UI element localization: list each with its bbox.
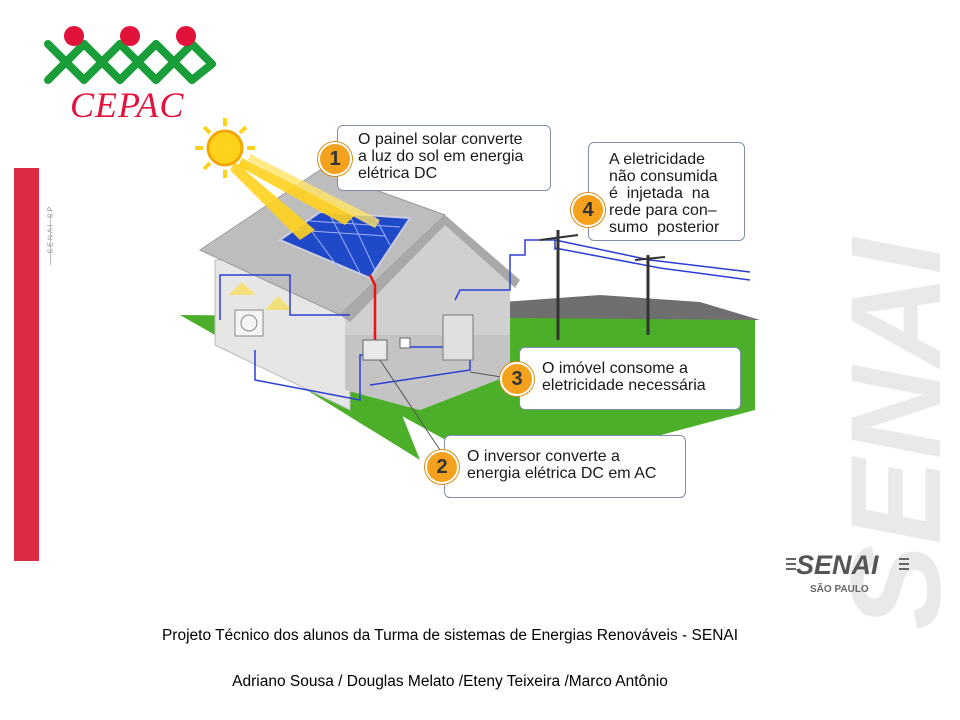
callout-3-consumption: 3 O imóvel consome a eletricidade necess… bbox=[500, 347, 741, 410]
cepac-logo-text: CEPAC bbox=[70, 85, 185, 125]
step-number-badge: 1 bbox=[318, 142, 352, 176]
project-caption: Projeto Técnico dos alunos da Turma de s… bbox=[161, 627, 739, 644]
authors-caption: Adriano Sousa / Douglas Melato /Eteny Te… bbox=[232, 673, 668, 690]
divider-line bbox=[50, 215, 51, 265]
senai-brand-text: SENAI bbox=[796, 550, 879, 580]
senai-sao-paulo-logo: SENAI SÃO PAULO bbox=[786, 550, 916, 600]
callout-text: A eletricidade não consumida é injetada … bbox=[609, 151, 720, 236]
step-number-badge: 3 bbox=[500, 362, 534, 396]
callout-4-grid-injection: 4 A eletricidade não consumida é injetad… bbox=[571, 142, 745, 241]
step-number-badge: 2 bbox=[425, 450, 459, 484]
callout-2-inverter: 2 O inversor converte a energia elétrica… bbox=[425, 435, 686, 498]
callout-text: O painel solar converte a luz do sol em … bbox=[358, 131, 524, 182]
callout-1-solar-panel: 1 O painel solar converte a luz do sol e… bbox=[318, 125, 551, 191]
senai-region-text: SÃO PAULO bbox=[810, 584, 869, 595]
cepac-logo-icon bbox=[44, 26, 216, 84]
senai-sp-vertical-label: SENAI-SP bbox=[47, 204, 55, 254]
left-red-bar bbox=[14, 168, 39, 561]
callout-text: O inversor converte a energia elétrica D… bbox=[467, 448, 657, 482]
callout-text: O imóvel consome a eletricidade necessár… bbox=[542, 360, 706, 394]
step-number-badge: 4 bbox=[571, 193, 605, 227]
